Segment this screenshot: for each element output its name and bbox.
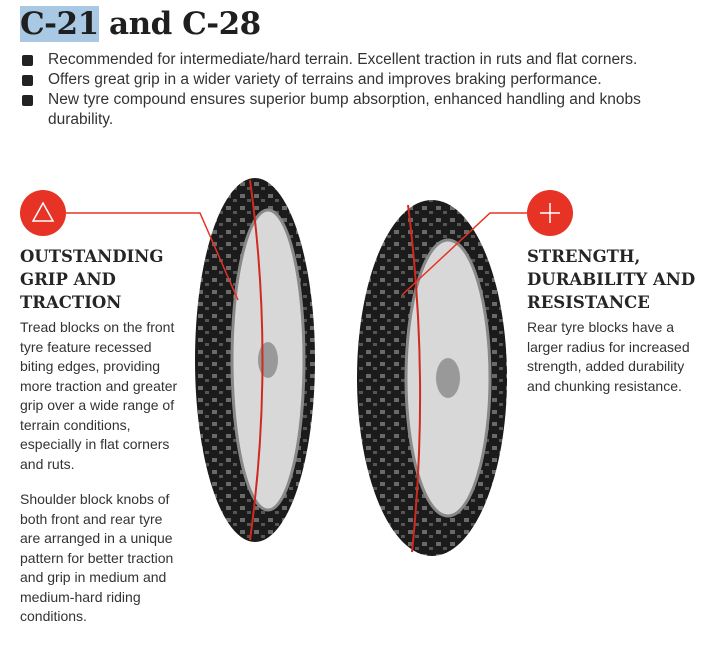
list-item: Recommended for intermediate/hard terrai… [20, 50, 700, 70]
triangle-icon [20, 190, 66, 236]
heading-line: RESISTANCE [527, 293, 650, 312]
list-item: New tyre compound ensures superior bump … [20, 90, 700, 130]
heading-line: STRENGTH, [527, 247, 641, 266]
left-paragraph-2: Shoulder block knobs of both front and r… [20, 491, 174, 624]
page-title: C-21 and C-28 [20, 6, 261, 42]
heading-line: TRACTION [20, 293, 122, 312]
feature-list: Recommended for intermediate/hard terrai… [20, 50, 700, 130]
heading-line: GRIP AND [20, 270, 116, 289]
plus-icon [527, 190, 573, 236]
title-highlight: C-21 [20, 6, 99, 42]
right-callout-line [401, 212, 527, 296]
left-callout-line [66, 212, 239, 301]
heading-line: OUTSTANDING [20, 247, 164, 266]
front-tyre [195, 178, 315, 542]
left-paragraph-1: Tread blocks on the front tyre feature r… [20, 319, 178, 472]
right-heading: STRENGTH, DURABILITY AND RESISTANCE [527, 245, 695, 314]
heading-line: DURABILITY AND [527, 270, 696, 289]
list-item: Offers great grip in a wider variety of … [20, 70, 700, 90]
right-paragraph: Rear tyre blocks have a larger radius fo… [527, 319, 690, 394]
title-rest: and C-28 [98, 6, 261, 42]
left-heading: OUTSTANDING GRIP AND TRACTION [20, 245, 163, 314]
rear-tyre [357, 200, 507, 556]
